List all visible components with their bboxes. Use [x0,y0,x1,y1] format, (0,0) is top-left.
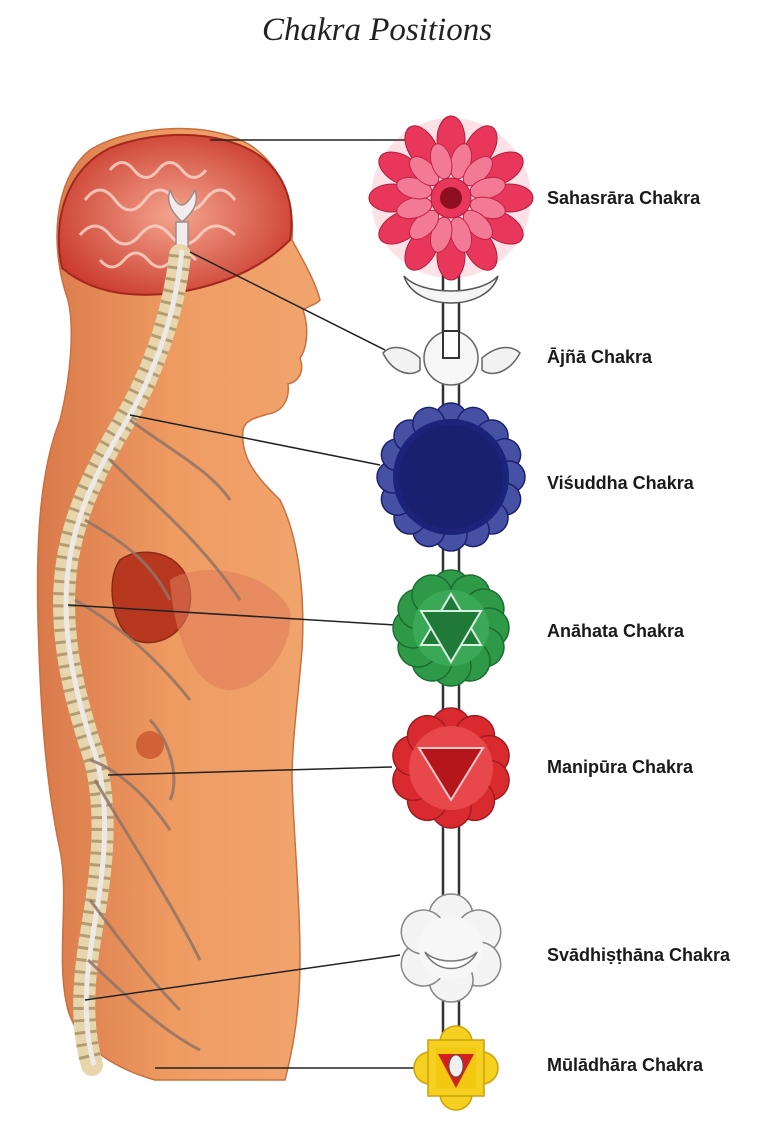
solar-plexus [136,731,164,759]
label-svadhishthana: Svādhiṣṭhāna Chakra [547,945,731,965]
crescent-moon-icon [403,275,499,304]
pointer-line-manipura [107,766,393,776]
human-figure [36,127,321,1081]
label-ajna: Ājñā Chakra [547,347,653,367]
svadhishthana-chakra-icon [400,893,502,1003]
ajna-chakra-icon [382,330,521,386]
brain-folds [78,161,237,269]
label-anahata: Anāhata Chakra [547,621,685,641]
pointer-line-anahata [67,604,396,626]
spinal-cord [63,249,185,1066]
pointer-line-ajna [189,251,386,351]
pointer-line-svadhishthana [84,954,401,1001]
label-manipura: Manipūra Chakra [547,757,694,777]
label-visuddha: Viśuddha Chakra [547,473,694,493]
lungs [170,570,291,690]
manipura-chakra-icon [392,707,510,829]
label-sahasrara: Sahasrāra Chakra [547,188,701,208]
diagram-title: Chakra Positions [261,12,493,48]
pointer-line-visuddha [129,414,381,466]
label-muladhara: Mūlādhāra Chakra [547,1055,704,1075]
heart [111,551,192,644]
anahata-chakra-icon [392,569,510,687]
muladhara-chakra-icon [413,1025,499,1111]
visuddha-chakra-icon [376,402,526,552]
sahasrara-chakra-icon [368,115,534,281]
nerves [74,418,242,1052]
pointer-lines [67,139,420,1069]
